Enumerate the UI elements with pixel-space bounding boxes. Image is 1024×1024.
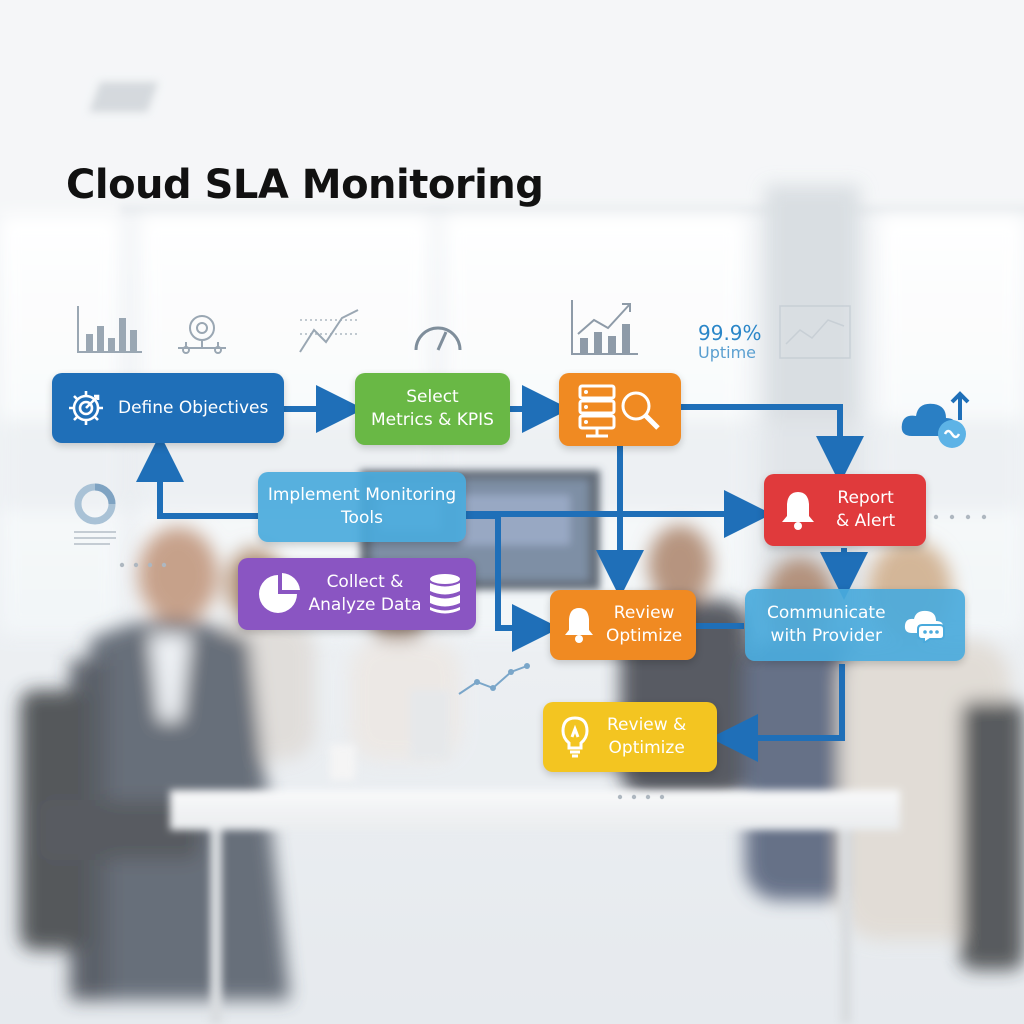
communicate-provider-node[interactable]: Communicate with Provider: [745, 589, 965, 661]
review-optimize-yellow-label-1: Review &: [607, 715, 687, 736]
review-optimize-label-1: Review: [613, 603, 675, 624]
review-optimize-yellow-node[interactable]: Review & Optimize: [543, 702, 717, 772]
cloud-upload-icon: [901, 391, 970, 448]
select-metrics-label-2: Metrics & KPIS: [371, 410, 494, 430]
review-optimize-yellow-label-2: Optimize: [608, 738, 685, 758]
implement-monitoring-label-1: Implement Monitoring: [267, 485, 457, 506]
collect-analyze-label-2: Analyze Data: [308, 595, 422, 615]
pie-chart-icon: [256, 571, 302, 617]
lightbulb-icon: [559, 715, 591, 759]
cloud-chat-icon: [902, 607, 946, 643]
select-metrics-label-1: Select: [406, 387, 459, 408]
communicate-provider-text: Communicate with Provider: [767, 602, 886, 648]
cloud-network-icon: [178, 315, 226, 354]
gear-target-icon: [66, 388, 106, 428]
report-alert-label-1: Report: [837, 488, 894, 509]
dots-bottom: [617, 794, 665, 800]
bell-icon: [562, 605, 596, 645]
dots-left: [119, 562, 167, 568]
collect-analyze-node[interactable]: Collect & Analyze Data: [238, 558, 476, 630]
dots-right: [933, 514, 987, 520]
communicate-provider-label-1: Communicate: [767, 603, 886, 624]
bell-icon: [778, 488, 818, 532]
review-optimize-node[interactable]: Review Optimize: [550, 590, 696, 660]
select-metrics-node[interactable]: Select Metrics & KPIS: [355, 373, 510, 445]
bar-chart-icon: [77, 306, 142, 353]
collect-analyze-text: Collect & Analyze Data: [309, 571, 422, 617]
mini-line-chart-icon: [458, 663, 530, 695]
report-alert-node[interactable]: Report & Alert: [764, 474, 926, 546]
uptime-value: 99.9%: [698, 321, 762, 345]
database-icon: [428, 572, 462, 616]
line-chart-icon: [299, 309, 359, 353]
review-optimize-yellow-text: Review & Optimize: [607, 714, 686, 760]
collect-analyze-label-1: Collect &: [326, 572, 404, 593]
gauge-icon: [414, 326, 462, 351]
growth-chart-icon: [571, 300, 638, 355]
arrow-communicate-to-review2: [710, 664, 845, 762]
report-alert-text: Report & Alert: [836, 487, 895, 533]
communicate-provider-label-2: with Provider: [770, 626, 883, 646]
server-search-icon: [572, 382, 668, 438]
uptime-stat: 99.9% Uptime: [698, 322, 762, 362]
page-title: Cloud SLA Monitoring: [66, 162, 544, 208]
report-alert-label-2: & Alert: [836, 511, 896, 531]
review-optimize-text: Review Optimize: [606, 602, 682, 648]
review-optimize-label-2: Optimize: [606, 626, 683, 646]
implement-monitoring-node[interactable]: Implement Monitoring Tools: [258, 472, 466, 542]
uptime-label: Uptime: [698, 343, 757, 362]
arrow-implement-to-review1: [466, 513, 560, 652]
define-objectives-label: Define Objectives: [118, 397, 269, 418]
server-search-node[interactable]: [559, 373, 681, 446]
donut-chart-icon: [74, 483, 116, 545]
define-objectives-node[interactable]: Define Objectives: [52, 373, 284, 443]
implement-monitoring-label-2: Tools: [341, 508, 383, 528]
dashboard-icon: [779, 305, 851, 359]
arrow-implement-to-define: [136, 434, 258, 519]
arrow-storage-to-report: [681, 404, 864, 484]
